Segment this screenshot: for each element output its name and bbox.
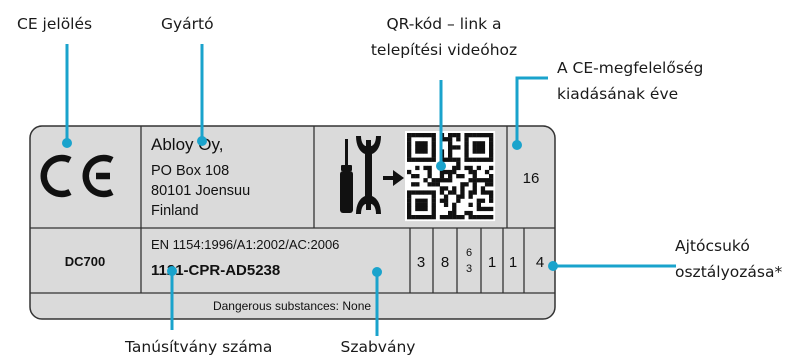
label-grid bbox=[30, 126, 555, 294]
callout-year-line-2: kiadásának éve bbox=[557, 85, 678, 103]
qr-code-icon bbox=[405, 131, 496, 222]
standard-text: EN 1154:1996/A1:2002/AC:2006 bbox=[151, 237, 339, 252]
callout-ce-marking: CE jelölés bbox=[17, 15, 92, 33]
callout-lines bbox=[65, 44, 676, 336]
address-line-3: Finland bbox=[151, 203, 199, 219]
callout-dots bbox=[62, 136, 558, 277]
callout-year-line-1: A CE-megfelelőség bbox=[557, 59, 703, 77]
address-line-1: PO Box 108 bbox=[151, 163, 229, 179]
screwdriver-icon bbox=[340, 139, 353, 213]
callout-manufacturer: Gyártó bbox=[161, 15, 214, 33]
substances-text: Dangerous substances: None bbox=[213, 299, 371, 313]
callout-qr-line-2: telepítési videóhoz bbox=[371, 41, 517, 59]
class-digit-3: 6 bbox=[466, 247, 472, 259]
certificate-number: 1121-CPR-AD5238 bbox=[151, 262, 280, 279]
callout-certificate: Tanúsítvány száma bbox=[124, 338, 272, 356]
arrow-right-icon bbox=[383, 170, 404, 186]
class-digit-4: 1 bbox=[488, 254, 496, 271]
class-digit-2: 8 bbox=[441, 254, 449, 271]
class-digit-1: 3 bbox=[417, 254, 425, 271]
callout-classification-line-1: Ajtócsukó bbox=[675, 237, 750, 255]
ce-mark-icon bbox=[40, 154, 114, 198]
class-digit-6: 4 bbox=[536, 254, 544, 271]
class-digit-3-sub: 3 bbox=[466, 263, 472, 275]
manufacturer-name: Abloy Oy, bbox=[151, 135, 223, 154]
callout-standard: Szabvány bbox=[341, 338, 416, 356]
callout-qr-line-1: QR-kód – link a bbox=[386, 15, 501, 33]
callout-classification-line-2: osztályozása* bbox=[675, 263, 782, 281]
model-name: DC700 bbox=[65, 254, 105, 269]
class-digit-5: 1 bbox=[509, 254, 517, 271]
address-line-2: 80101 Joensuu bbox=[151, 183, 250, 199]
wrench-icon bbox=[356, 136, 381, 214]
year-value: 16 bbox=[523, 170, 540, 187]
